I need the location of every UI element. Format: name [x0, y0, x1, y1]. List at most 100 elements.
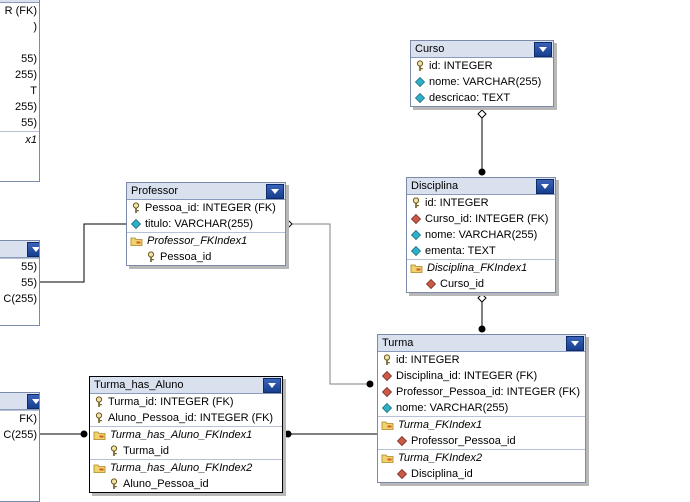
- index-row[interactable]: Turma_FKIndex1: [378, 417, 585, 433]
- collapse-button[interactable]: [566, 336, 584, 351]
- diamond-marker: [477, 293, 487, 303]
- column-label: descricao: TEXT: [429, 92, 511, 104]
- column-row[interactable]: Aluno_Pessoa_id: INTEGER (FK): [90, 410, 282, 426]
- table-header: [0, 241, 39, 258]
- column-row[interactable]: Turma_id: INTEGER (FK): [90, 394, 282, 410]
- column-row[interactable]: Curso_id: INTEGER (FK): [407, 211, 555, 227]
- folder-icon: [93, 462, 107, 474]
- cyan-diamond-icon: [410, 229, 422, 241]
- column-row[interactable]: ): [0, 19, 39, 35]
- table-title: Turma_has_Aluno: [94, 379, 184, 391]
- table-header[interactable]: Professor: [127, 183, 285, 200]
- index-column-label: Turma_id: [123, 445, 170, 457]
- column-row[interactable]: 55): [0, 51, 39, 67]
- index-row[interactable]: Turma_FKIndex2: [378, 450, 585, 466]
- table-title: Turma: [382, 337, 414, 349]
- column-row[interactable]: Professor_Pessoa_id: INTEGER (FK): [378, 384, 585, 400]
- column-row[interactable]: Disciplina_id: INTEGER (FK): [378, 368, 585, 384]
- column-row[interactable]: FK): [0, 411, 39, 427]
- column-row[interactable]: id: INTEGER: [411, 58, 553, 74]
- column-label: id: INTEGER: [396, 354, 460, 366]
- key-icon: [108, 478, 120, 490]
- column-row[interactable]: 255): [0, 99, 39, 115]
- index-row[interactable]: Disciplina_FKIndex1: [407, 260, 555, 276]
- index-column-row[interactable]: Disciplina_id: [378, 466, 585, 482]
- index-column-label: Professor_Pessoa_id: [411, 435, 516, 447]
- table-title: Professor: [131, 185, 179, 197]
- key-icon: [145, 251, 157, 263]
- index-column-row[interactable]: Curso_id: [407, 276, 555, 292]
- column-row[interactable]: 55): [0, 259, 39, 275]
- column-row[interactable]: 55): [0, 115, 39, 131]
- column-row[interactable]: 255): [0, 67, 39, 83]
- index-column-label: Aluno_Pessoa_id: [123, 478, 209, 490]
- key-icon: [93, 412, 105, 424]
- column-row[interactable]: id: INTEGER: [407, 195, 555, 211]
- column-label: Professor_Pessoa_id: INTEGER (FK): [396, 386, 581, 398]
- column-label: 55): [21, 261, 37, 273]
- index-column-label: Disciplina_id: [411, 468, 473, 480]
- folder-icon: [93, 429, 107, 441]
- index-row[interactable]: Turma_has_Aluno_FKIndex2: [90, 460, 282, 476]
- table-header[interactable]: Turma_has_Aluno: [90, 377, 282, 394]
- dot-marker: [366, 380, 374, 388]
- index-label: Disciplina_FKIndex1: [427, 262, 528, 274]
- folder-icon: [410, 262, 424, 274]
- table-left-bot[interactable]: FK)C(255): [0, 392, 40, 502]
- cyan-diamond-icon: [130, 218, 142, 230]
- collapse-button[interactable]: [534, 42, 552, 57]
- column-row[interactable]: [0, 35, 39, 51]
- index-column-row[interactable]: Aluno_Pessoa_id: [90, 476, 282, 492]
- column-row[interactable]: descricao: TEXT: [411, 90, 553, 106]
- table-title: Disciplina: [411, 180, 459, 192]
- column-row[interactable]: Pessoa_id: INTEGER (FK): [127, 200, 285, 216]
- index-column-label: Pessoa_id: [160, 251, 212, 263]
- collapse-button[interactable]: [266, 184, 284, 199]
- table-header[interactable]: Turma: [378, 335, 585, 352]
- column-row[interactable]: C(255): [0, 291, 39, 307]
- folder-icon: [130, 235, 144, 247]
- table-left-mid[interactable]: 55) 55) C(255): [0, 240, 40, 326]
- divider: [378, 449, 585, 450]
- index-label: Turma_FKIndex2: [398, 452, 483, 464]
- column-label: R (FK): [4, 5, 37, 17]
- key-icon: [130, 202, 142, 214]
- table-turma[interactable]: Turma id: INTEGER Disciplina_id: INTEGER (…: [377, 334, 586, 483]
- table-header[interactable]: Curso: [411, 41, 553, 58]
- collapse-button[interactable]: [263, 378, 281, 393]
- column-row[interactable]: x1: [0, 131, 39, 148]
- index-row[interactable]: Turma_has_Aluno_FKIndex1: [90, 427, 282, 443]
- column-row[interactable]: nome: VARCHAR(255): [407, 227, 555, 243]
- table-header[interactable]: Disciplina: [407, 178, 555, 195]
- column-row[interactable]: id: INTEGER: [378, 352, 585, 368]
- column-label: 55): [21, 53, 37, 65]
- column-label: 255): [14, 69, 37, 81]
- red-diamond-icon: [396, 468, 408, 480]
- column-row[interactable]: nome: VARCHAR(255): [411, 74, 553, 90]
- index-label: Turma_has_Aluno_FKIndex2: [110, 462, 253, 474]
- column-row[interactable]: titulo: VARCHAR(255): [127, 216, 285, 232]
- column-row[interactable]: C(255): [0, 427, 39, 443]
- column-row[interactable]: ementa: TEXT: [407, 243, 555, 259]
- column-label: C(255): [3, 293, 37, 305]
- key-icon: [108, 445, 120, 457]
- index-column-row[interactable]: Professor_Pessoa_id: [378, 433, 585, 449]
- rel-left-professor: [40, 223, 126, 283]
- dot-marker: [478, 325, 486, 333]
- divider: [378, 416, 585, 417]
- index-row[interactable]: Professor_FKIndex1: [127, 233, 285, 249]
- index-column-row[interactable]: Pessoa_id: [127, 249, 285, 265]
- column-row[interactable]: 55): [0, 275, 39, 291]
- key-icon: [410, 197, 422, 209]
- column-row[interactable]: nome: VARCHAR(255): [378, 400, 585, 416]
- column-row[interactable]: T: [0, 83, 39, 99]
- index-label: Turma_has_Aluno_FKIndex1: [110, 429, 253, 441]
- index-column-row[interactable]: Turma_id: [90, 443, 282, 459]
- collapse-button[interactable]: [536, 179, 554, 194]
- column-row[interactable]: R (FK): [0, 3, 39, 19]
